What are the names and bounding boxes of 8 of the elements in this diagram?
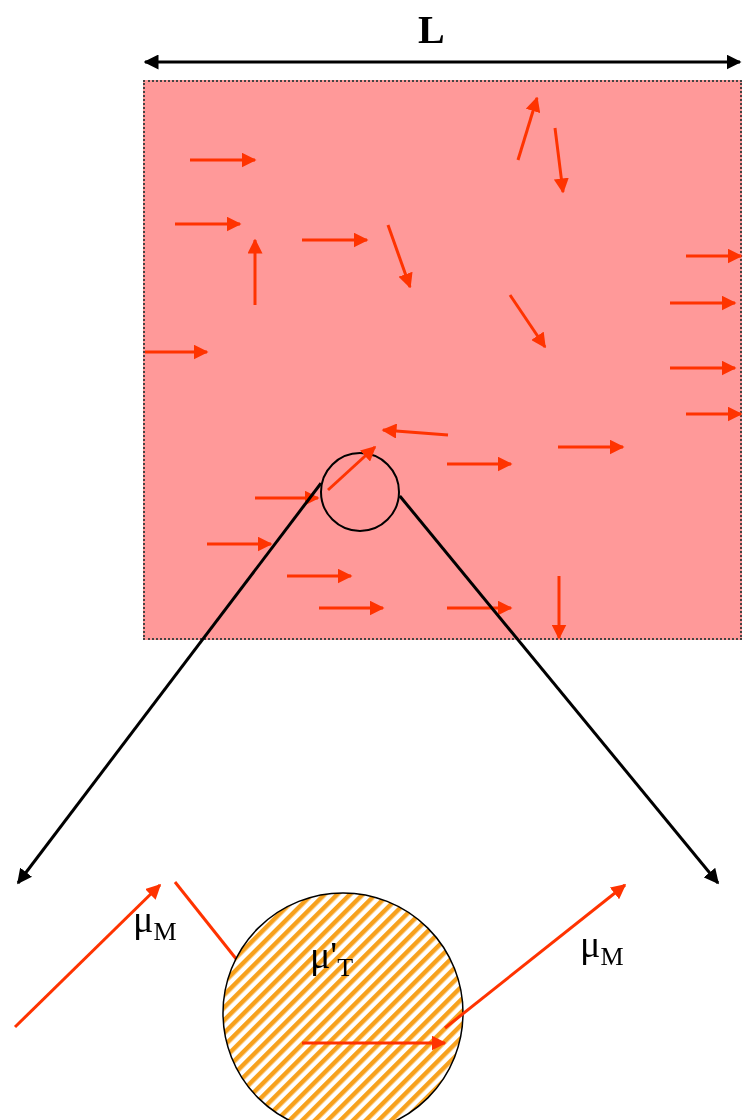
zoom-circle bbox=[320, 452, 400, 532]
dimension-label: L bbox=[418, 10, 445, 50]
zoom-arrow bbox=[398, 495, 720, 885]
sample-region bbox=[143, 80, 742, 640]
symbol-label: μ$_{M}$ bbox=[580, 925, 624, 970]
symbol-label: μ$_{M}$ bbox=[133, 900, 177, 945]
symbol-label: μ'$_{T}$ bbox=[310, 936, 354, 981]
zoom-arrow bbox=[16, 482, 323, 885]
